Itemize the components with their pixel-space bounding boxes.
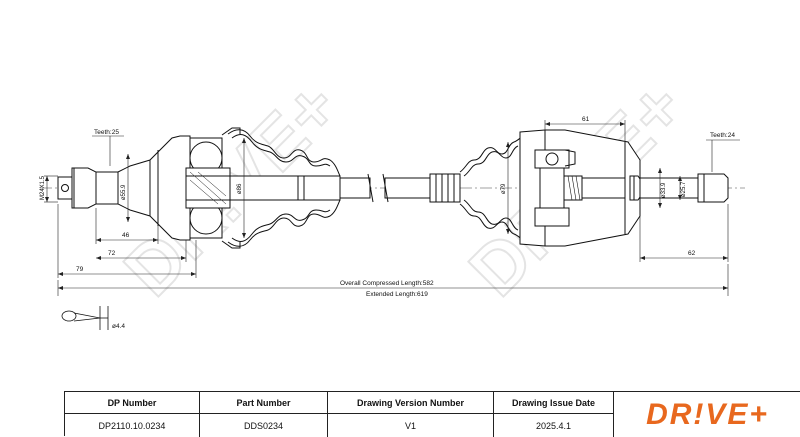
- stub-shaft: [95, 171, 119, 205]
- header-dp-number: DP Number: [65, 392, 200, 414]
- inner-tripod-joint: [519, 129, 643, 247]
- brand-logo: DR!VE+: [646, 397, 769, 431]
- right-boot: [459, 133, 531, 243]
- header-part-number: Part Number: [200, 392, 328, 414]
- stub-hole-icon: [61, 184, 69, 192]
- dim-d86: ø86: [237, 183, 243, 194]
- nut: [71, 167, 97, 209]
- value-part-number: DDS0234: [200, 414, 328, 437]
- header-drawing-issue-date: Drawing Issue Date: [494, 392, 614, 414]
- dim-72: 72: [108, 250, 116, 257]
- value-dp-number: DP2110.10.0234: [65, 414, 200, 437]
- arrowheads: [45, 122, 728, 290]
- left-boot: [227, 129, 341, 247]
- dim-d25-7: ø25.7: [681, 181, 687, 197]
- thread-label: M24X1.5: [40, 175, 46, 200]
- main-shaft: [229, 173, 461, 203]
- title-block: DP Number Part Number Drawing Version Nu…: [64, 391, 800, 437]
- left-stub: [57, 135, 191, 241]
- dim-d4-4: ø4.4: [112, 323, 125, 330]
- dim-79: 79: [76, 266, 84, 273]
- dim-62: 62: [688, 250, 696, 257]
- value-drawing-issue-date: 2025.4.1: [494, 414, 614, 437]
- dim-d33-9: ø33.9: [661, 182, 667, 198]
- cotter-pin-icon: [61, 310, 77, 322]
- dim-d55-9: ø55.9: [121, 184, 127, 200]
- dim-46: 46: [122, 232, 130, 239]
- right-stub: [639, 173, 729, 203]
- dimensions: [44, 120, 740, 296]
- extended-length: Extended Length:619: [366, 291, 428, 298]
- thread-stub: [57, 176, 73, 200]
- teeth-left-label: Teeth:25: [94, 129, 119, 136]
- shaft-break: [367, 173, 389, 203]
- teeth-right-label: Teeth:24: [710, 132, 735, 139]
- header-drawing-version: Drawing Version Number: [328, 392, 494, 414]
- outer-cv-joint: [185, 127, 241, 249]
- overall-compressed-length: Overall Compressed Length:582: [340, 280, 434, 287]
- cotter-pin-detail: [61, 306, 109, 330]
- dim-61: 61: [582, 116, 590, 123]
- dim-d79: ø79: [501, 183, 507, 194]
- value-drawing-version: V1: [328, 414, 494, 437]
